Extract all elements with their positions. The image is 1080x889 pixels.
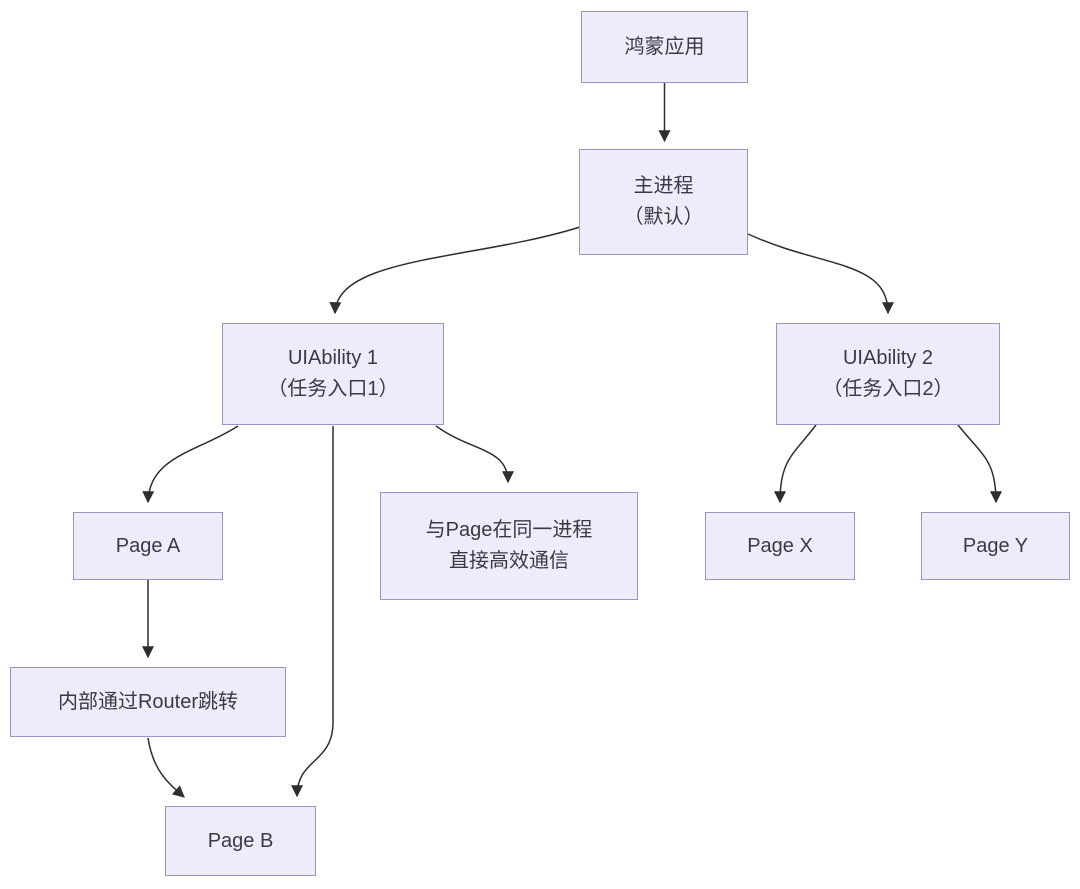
edge-ua1-to-pageB [291, 426, 334, 798]
node-uiability-2: UIAbility 2 （任务入口2） [776, 323, 1000, 425]
node-main-process: 主进程 （默认） [579, 149, 748, 255]
node-router-jump: 内部通过Router跳转 [10, 667, 286, 737]
node-harmonyos-app: 鸿蒙应用 [581, 11, 748, 83]
edge-ua2-to-pageY [957, 424, 1002, 504]
edge-ua1-to-pageA [142, 425, 239, 504]
edge-ua1-to-comm [435, 425, 514, 484]
node-same-process-communication: 与Page在同一进程 直接高效通信 [380, 492, 638, 600]
node-page-b: Page B [165, 806, 316, 876]
edge-main-to-ua1 [329, 226, 581, 315]
node-page-x: Page X [705, 512, 855, 580]
node-uiability-1: UIAbility 1 （任务入口1） [222, 323, 444, 425]
edge-ua2-to-pageX [774, 424, 817, 504]
edge-main-to-ua2 [747, 233, 894, 315]
node-page-y: Page Y [921, 512, 1070, 580]
edge-router-to-pageB [147, 737, 185, 798]
node-page-a: Page A [73, 512, 223, 580]
